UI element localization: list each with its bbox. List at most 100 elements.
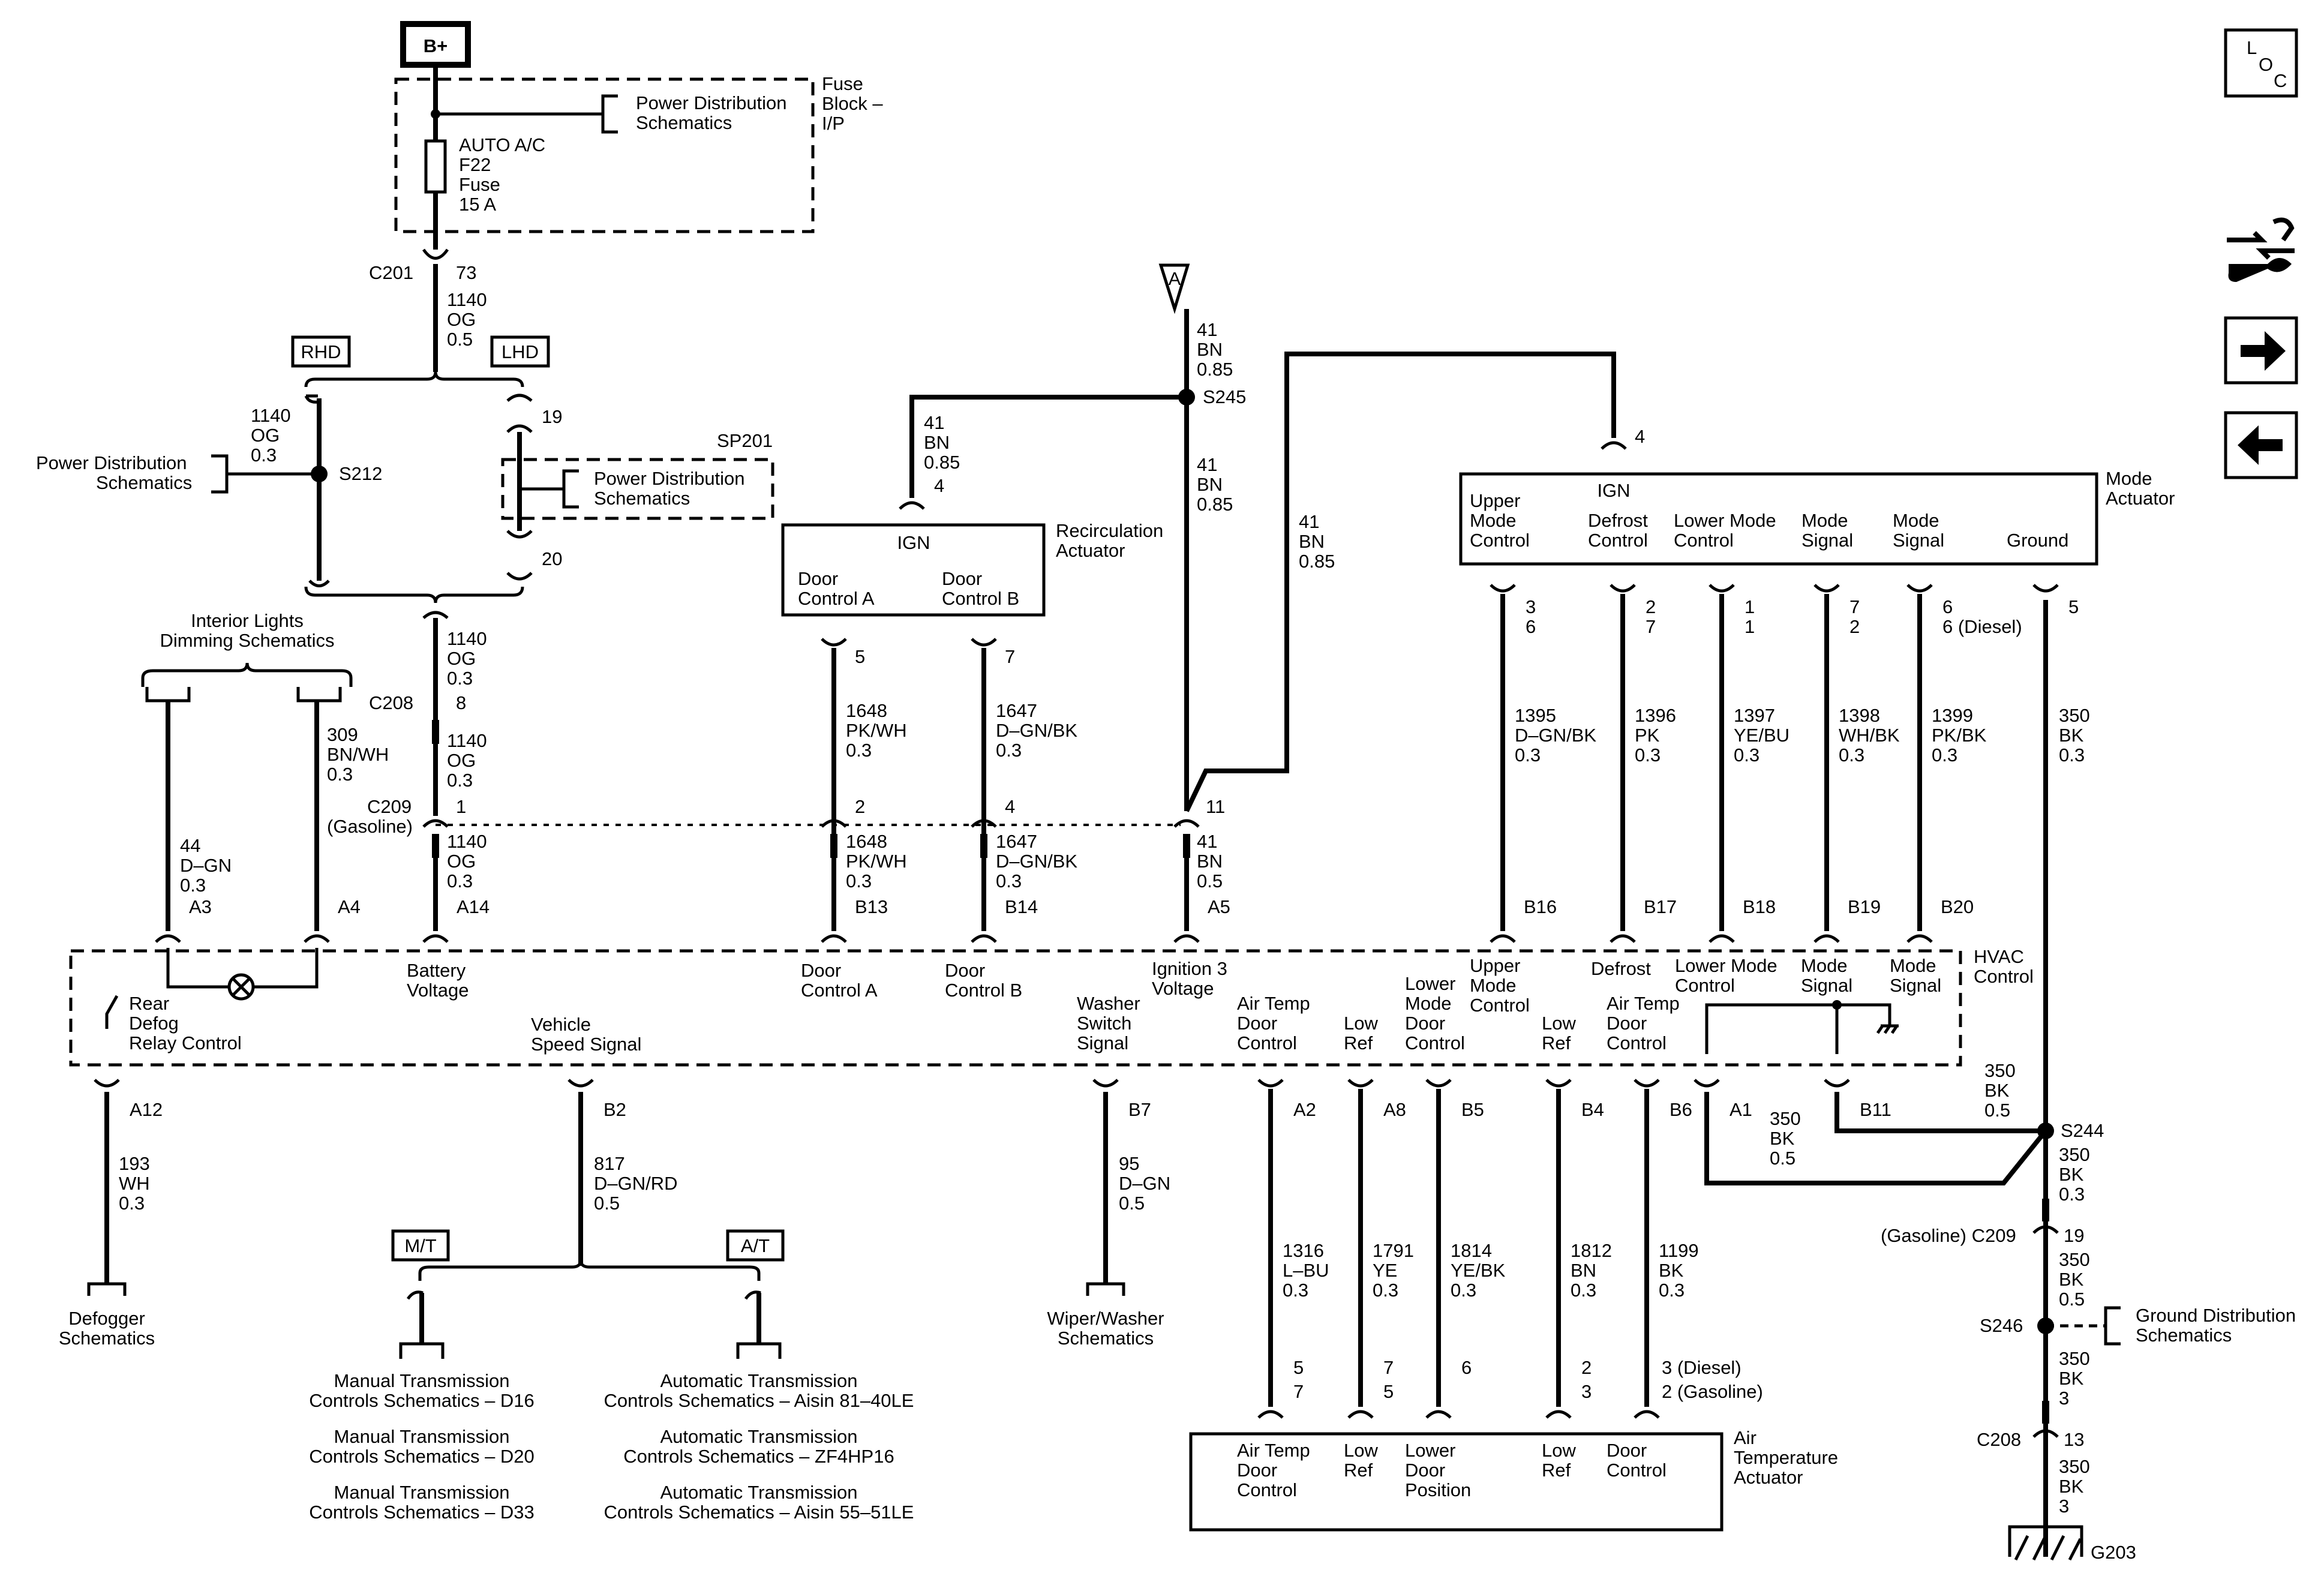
w41top-3: 0.85: [1197, 359, 1233, 380]
mode-terminal-pin-0: 6: [1526, 616, 1536, 637]
hvac-pin-B13: B13: [855, 896, 888, 917]
sp201-pin-bot: 20: [542, 548, 562, 569]
int-lights-2: Dimming Schematics: [160, 630, 334, 651]
mode-terminal-label-3: Mode: [1801, 510, 1848, 531]
w95-2: D–GN: [1119, 1173, 1170, 1194]
s246-label: S246: [1980, 1315, 2023, 1336]
mode-terminal-pin-0: 3: [1526, 596, 1536, 617]
w1140d-3: 0.3: [447, 870, 473, 891]
next-arrow-button[interactable]: [2224, 316, 2298, 385]
c209-label-1: C209: [367, 796, 412, 817]
g203-label: G203: [2091, 1542, 2136, 1563]
w1648b-3: 0.3: [846, 870, 872, 891]
mode-terminal-pin-3: 2: [1849, 616, 1860, 637]
w350g-3: 3: [2059, 1496, 2069, 1517]
recirc-door-b-2: Control B: [942, 588, 1019, 609]
air-temp-pin-0: 7: [1293, 1381, 1304, 1402]
hvac-upper-mode-3: Control: [1470, 995, 1530, 1016]
bplus-label: B+: [424, 35, 448, 56]
w41top-1: 41: [1197, 319, 1217, 340]
pwr-dist-sp-2: Schematics: [594, 488, 690, 509]
air-temp-pin-0: 5: [1293, 1357, 1304, 1378]
pwr-dist-top-1: Power Distribution: [636, 92, 787, 113]
rhd-label: RHD: [301, 341, 341, 362]
loc-button[interactable]: L O C: [2224, 28, 2298, 98]
mt-item-sub: Controls Schematics – D20: [309, 1446, 535, 1467]
mt-item-title: Manual Transmission: [334, 1426, 510, 1447]
air-temp-terminal-label-3: Low: [1542, 1440, 1576, 1461]
w350g-1: 350: [2059, 1456, 2090, 1477]
hvac-lower-mode-1: Lower Mode: [1675, 955, 1777, 976]
hvac-ign3-2: Voltage: [1152, 978, 1214, 999]
hvac-vss-2: Speed Signal: [531, 1034, 641, 1055]
air-temp-terminal-label-0: Control: [1237, 1479, 1297, 1500]
pwr-dist-left-1: Power Distribution: [36, 452, 187, 473]
rhd-box: [291, 335, 351, 368]
w1140b-1: 1140: [447, 628, 487, 649]
c209-pin-11: 11: [1206, 796, 1225, 817]
recirc-pin-b: 7: [1005, 646, 1015, 667]
c208-label: C208: [369, 692, 413, 713]
hvac-mode-sig1-2: Signal: [1801, 975, 1852, 996]
sp201-box: [501, 458, 774, 520]
hvac-washer-3: Signal: [1077, 1032, 1128, 1053]
mode-terminal-label-1: Defrost: [1588, 510, 1648, 531]
w1140a-1: 1140: [447, 289, 487, 310]
wrench-tools-icon[interactable]: [2227, 217, 2295, 282]
at-item-sub: Controls Schematics – Aisin 55–51LE: [604, 1502, 914, 1523]
recirc-pin-a: 5: [855, 646, 865, 667]
air-temp-terminal-label-4: Control: [1607, 1460, 1667, 1481]
gnd-dist-2: Schematics: [2136, 1325, 2232, 1346]
w1140d-1: 1140: [447, 831, 487, 852]
hvac-rear-defog-3: Relay Control: [129, 1032, 242, 1053]
mt-item-title: Manual Transmission: [334, 1482, 510, 1503]
air-temp-title-1: Air: [1734, 1427, 1756, 1448]
hvac-title-1: HVAC: [1974, 946, 2024, 967]
hvac-pin-A4: A4: [338, 896, 361, 917]
fuse-label-1: AUTO A/C: [459, 134, 545, 155]
recirc-title-1: Recirculation: [1056, 520, 1163, 541]
w41right-3: 0.85: [1299, 551, 1335, 572]
bplus-block: B+: [400, 21, 471, 68]
mt-item-sub: Controls Schematics – D16: [309, 1390, 535, 1411]
recirc-actuator-box: [781, 523, 1046, 617]
wire-label-w1396: PK: [1635, 725, 1660, 746]
wire-label-w1399: PK/BK: [1932, 725, 1987, 746]
relay-switch-icon: [105, 995, 119, 1029]
lhd-label: LHD: [502, 341, 539, 362]
hvac-vss-1: Vehicle: [531, 1014, 591, 1035]
wire-label-w1199: 0.3: [1659, 1280, 1685, 1301]
mode-terminal-label-2: Control: [1674, 530, 1734, 551]
air-temp-terminal-label-2: Door: [1405, 1460, 1445, 1481]
mode-terminal-pin-1: 2: [1646, 596, 1656, 617]
w350b-2: BK: [1984, 1080, 2010, 1101]
hvac-pin-B7: B7: [1128, 1099, 1151, 1120]
back-arrow-button[interactable]: [2224, 411, 2298, 479]
mt-item-title: Manual Transmission: [334, 1370, 510, 1391]
w1647b-3: 0.3: [996, 870, 1022, 891]
w1647a-2: D–GN/BK: [996, 720, 1077, 741]
hvac-upper-mode-2: Mode: [1470, 975, 1517, 996]
hvac-pin-A5: A5: [1208, 896, 1230, 917]
hvac-air-temp2-1: Air Temp: [1607, 993, 1680, 1014]
hvac-rear-defog-1: Rear: [129, 993, 169, 1014]
w1140a-3: 0.5: [447, 329, 473, 350]
fuse-block-label-1: Fuse: [822, 73, 863, 94]
lhd-box: [490, 335, 550, 368]
c201-label: C201: [369, 262, 413, 283]
int-lights-1: Interior Lights: [191, 610, 304, 631]
w41mid-3: 0.85: [1197, 494, 1233, 515]
hvac-pin-B18: B18: [1743, 896, 1776, 917]
hvac-washer-2: Switch: [1077, 1013, 1131, 1034]
wire-label-w1316: 1316: [1283, 1240, 1324, 1261]
mode-actuator-box: [1459, 472, 2098, 566]
w41low-3: 0.5: [1197, 870, 1223, 891]
hvac-pin-B14: B14: [1005, 896, 1038, 917]
w309-2: BN/WH: [327, 744, 389, 765]
w817-1: 817: [594, 1153, 625, 1174]
air-temp-terminal-label-1: Ref: [1344, 1460, 1373, 1481]
mode-terminal-label-0: Mode: [1470, 510, 1517, 531]
